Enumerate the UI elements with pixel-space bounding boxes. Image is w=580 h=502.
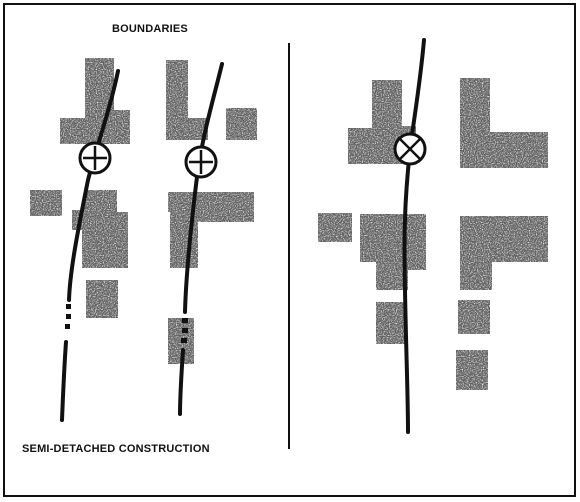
building-block (318, 213, 352, 242)
boundary-line (67, 69, 120, 302)
figure-title: BOUNDARIES (112, 23, 188, 35)
left-panel-buildings (30, 58, 257, 364)
building-block (376, 302, 406, 344)
building-block (360, 214, 426, 290)
gap-dot (182, 328, 188, 333)
gap-dot (65, 324, 70, 329)
boundary-line (183, 62, 224, 314)
boundary-line (178, 348, 185, 416)
building-block (30, 190, 62, 216)
gap-dot (66, 314, 71, 319)
gap-dot (181, 338, 187, 343)
figure-caption: SEMI-DETACHED CONSTRUCTION (22, 443, 210, 455)
building-block (60, 58, 130, 144)
building-block (460, 216, 548, 290)
circle-with-cross-icon (78, 141, 112, 175)
building-block (72, 190, 128, 268)
circle-with-cross-icon (393, 132, 427, 166)
building-block (460, 78, 548, 168)
right-panel-buildings (318, 78, 548, 390)
building-block (226, 108, 257, 140)
building-block (456, 350, 488, 390)
gap-dot (182, 318, 188, 323)
left-panel-dotted-gaps (65, 304, 188, 343)
gap-dot (66, 304, 71, 309)
building-block (166, 60, 208, 140)
circle-with-cross-icon (184, 145, 218, 179)
left-panel-boundaries (60, 62, 224, 422)
building-block (86, 280, 118, 318)
boundary-line (60, 340, 68, 422)
building-block (458, 300, 490, 334)
boundary-line (402, 38, 426, 434)
